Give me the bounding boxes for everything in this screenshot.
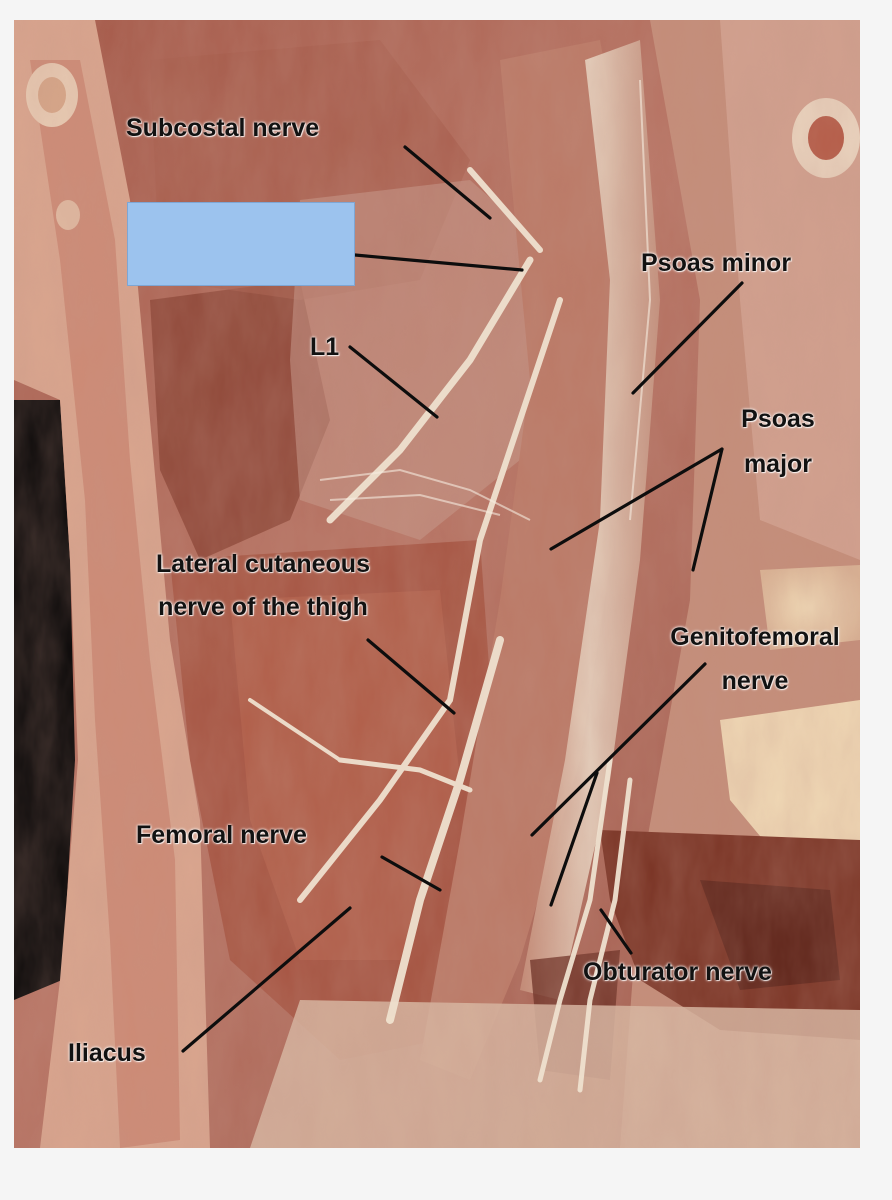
leader-psoas-major-a: [549, 447, 724, 551]
label-psoas-major-line1: Psoas: [741, 405, 815, 433]
label-l1: L1: [310, 333, 340, 361]
label-subcostal-nerve: Subcostal nerve: [126, 114, 320, 142]
leader-psoas-major-b: [691, 447, 724, 572]
hidden-label-box: [127, 202, 355, 286]
label-obturator-nerve: Obturator nerve: [583, 958, 772, 986]
label-femoral-nerve: Femoral nerve: [136, 821, 307, 849]
label-genitofemoral-line2: nerve: [721, 667, 789, 695]
label-lateral-cutaneous-line1: Lateral cutaneous: [156, 550, 370, 578]
leader-psoas-minor: [631, 281, 744, 395]
leader-genitofemoral-b: [549, 771, 599, 907]
leader-lateral-cutaneous: [366, 638, 456, 715]
label-psoas-major-line2: major: [743, 450, 813, 478]
label-genitofemoral-line1: Genitofemoral: [670, 623, 840, 651]
leader-obturator-nerve: [599, 908, 633, 955]
leader-subcostal-nerve: [403, 145, 492, 220]
leader-l1: [348, 345, 439, 419]
label-psoas-minor: Psoas minor: [641, 249, 792, 277]
leader-genitofemoral-a: [530, 662, 707, 837]
label-iliacus: Iliacus: [68, 1039, 146, 1067]
leader-femoral-nerve: [380, 855, 442, 892]
label-lateral-cutaneous-line2: nerve of the thigh: [158, 593, 368, 621]
leader-hidden-label: [353, 253, 524, 272]
leader-iliacus: [181, 906, 352, 1053]
